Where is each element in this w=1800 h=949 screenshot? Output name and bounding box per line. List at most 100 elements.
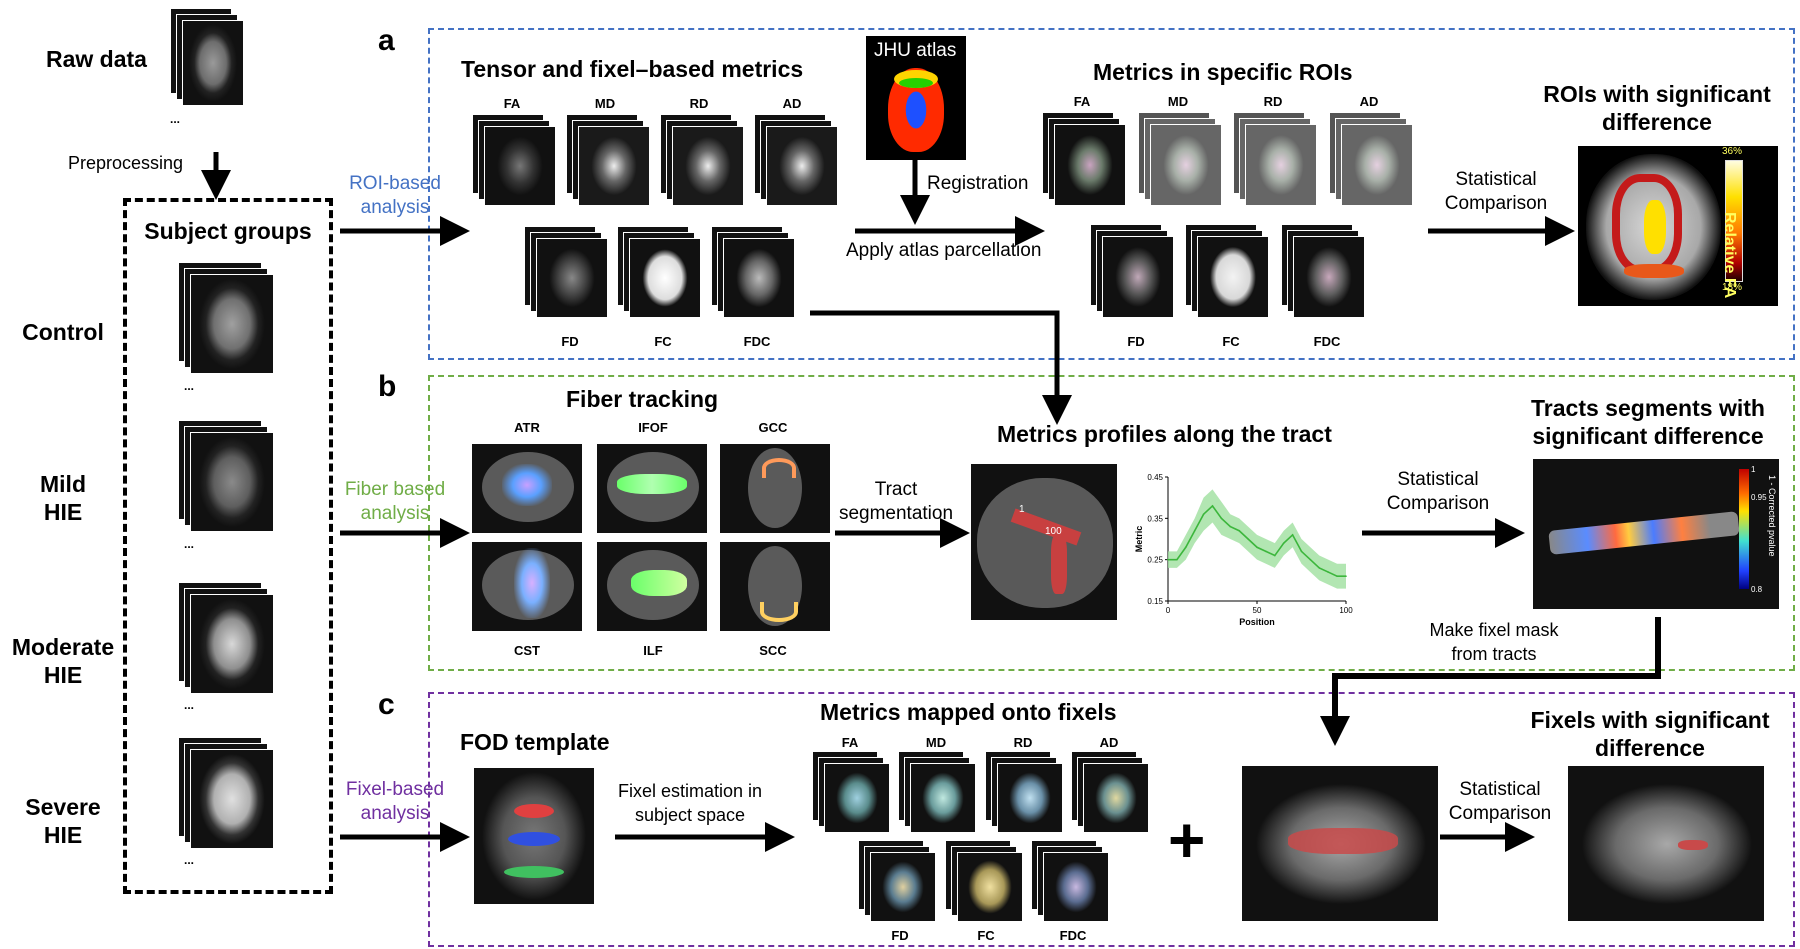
tract-ifof-image xyxy=(597,444,707,533)
tensor-label-md: MD xyxy=(594,96,616,111)
profile-point xyxy=(1176,558,1178,561)
profile-title: Metrics profiles along the tract xyxy=(997,421,1332,447)
mapped-label-fa: FA xyxy=(841,735,859,750)
profile-point xyxy=(1291,534,1294,536)
tensor-rd-stack xyxy=(660,114,744,206)
y-tick-label: 0.15 xyxy=(1147,597,1163,606)
subject-groups-title: Subject groups xyxy=(144,218,312,244)
roi-md-stack xyxy=(1138,112,1222,206)
profile-point xyxy=(1238,529,1240,532)
panel-c-letter: c xyxy=(378,688,395,721)
mapped-label-md: MD xyxy=(925,735,947,750)
profile-point xyxy=(1202,513,1205,515)
roi-fdc-stack xyxy=(1281,224,1365,318)
mapped-label-rd: RD xyxy=(1013,735,1033,750)
pvalue-top: 1 xyxy=(1751,465,1756,474)
mild-ellipsis: ... xyxy=(184,537,195,551)
pvalue-mid: 0.95 xyxy=(1751,493,1767,502)
pvalue-label: 1 - Corrected pvalue xyxy=(1767,475,1777,557)
metrics-to-profile-connector xyxy=(810,310,1060,405)
profile-point xyxy=(1211,505,1214,507)
apply-parcellation-label: Apply atlas parcellation xyxy=(846,240,1042,261)
tensor-ad-stack xyxy=(754,114,838,206)
profile-point xyxy=(1309,558,1312,561)
mapped-fa-stack xyxy=(812,751,890,833)
mapped-label-fdc: FDC xyxy=(1059,928,1087,943)
tensor-label-fa: FA xyxy=(503,96,521,111)
raw-data-thumbnails xyxy=(170,8,244,106)
x-tick-label: 100 xyxy=(1339,606,1353,615)
tract-scc-image xyxy=(720,542,830,631)
y-axis-label: Metric xyxy=(1134,526,1144,553)
mapped-label-ad: AD xyxy=(1099,735,1119,750)
tensor-label-rd: RD xyxy=(689,96,709,111)
y-tick-label: 0.45 xyxy=(1147,473,1163,482)
subject-groups-box xyxy=(123,198,333,894)
tract-label-scc: SCC xyxy=(759,643,787,658)
profile-point xyxy=(1265,550,1267,553)
registration-label: Registration xyxy=(927,173,1029,194)
fixel-fc-stack xyxy=(617,226,701,318)
mapped-md-stack xyxy=(898,751,976,833)
raw-data-label: Raw data xyxy=(46,46,147,72)
roi-sig-map: 36% 18% Relative FA xyxy=(1578,146,1778,306)
roi-label-md: MD xyxy=(1167,94,1189,109)
tract-gcc-image xyxy=(720,444,830,533)
panel-a-border xyxy=(428,28,1795,360)
roi-label-ad: AD xyxy=(1359,94,1379,109)
mapped-label-fd: FD xyxy=(891,928,909,943)
profile-point xyxy=(1247,538,1249,540)
fixel-fdc-stack xyxy=(711,226,795,318)
roi-fc-stack xyxy=(1185,224,1269,318)
control-thumbnails xyxy=(178,262,274,374)
mapped-fixels-title: Metrics mapped onto fixels xyxy=(820,699,1117,725)
plus-sign: + xyxy=(1168,804,1206,876)
mapped-ad-stack xyxy=(1071,751,1149,833)
y-tick-label: 0.25 xyxy=(1147,556,1163,565)
roi-label-rd: RD xyxy=(1263,94,1283,109)
moderate-ellipsis: ... xyxy=(184,698,195,712)
profile-point xyxy=(1345,575,1347,577)
fixel-sig-image xyxy=(1568,766,1764,921)
group-control-label: Control xyxy=(22,319,104,345)
tract-cst-image xyxy=(472,542,582,631)
jhu-atlas-image: JHU atlas xyxy=(866,36,966,160)
profile-point xyxy=(1167,558,1169,561)
tensor-metrics-title: Tensor and fixel–based metrics xyxy=(461,56,804,82)
panel-a-letter: a xyxy=(378,24,395,57)
panel-c-border xyxy=(428,692,1795,947)
panel-b-letter: b xyxy=(378,370,397,403)
tract-label-cst: CST xyxy=(514,643,540,658)
mild-thumbnails xyxy=(178,420,274,532)
profile-point xyxy=(1327,571,1329,573)
y-tick-label: 0.35 xyxy=(1147,514,1163,523)
severe-ellipsis: ... xyxy=(184,853,195,867)
mapped-fd-stack xyxy=(858,840,936,922)
tract-label-atr: ATR xyxy=(514,420,540,435)
roi-metrics-title: Metrics in specific ROIs xyxy=(1093,59,1353,85)
roi-rd-stack xyxy=(1233,112,1317,206)
pvalue-low: 0.8 xyxy=(1751,585,1763,594)
mapped-fc-stack xyxy=(945,840,1023,922)
mapped-fdc-stack xyxy=(1031,840,1109,922)
fixel-label-fdc: FDC xyxy=(743,334,771,349)
roi-label-fa: FA xyxy=(1073,94,1091,109)
profile-point xyxy=(1300,550,1303,553)
profile-point xyxy=(1185,546,1187,549)
x-tick-label: 50 xyxy=(1253,606,1262,615)
panel-b-border xyxy=(428,375,1795,671)
severe-thumbnails xyxy=(178,737,274,849)
